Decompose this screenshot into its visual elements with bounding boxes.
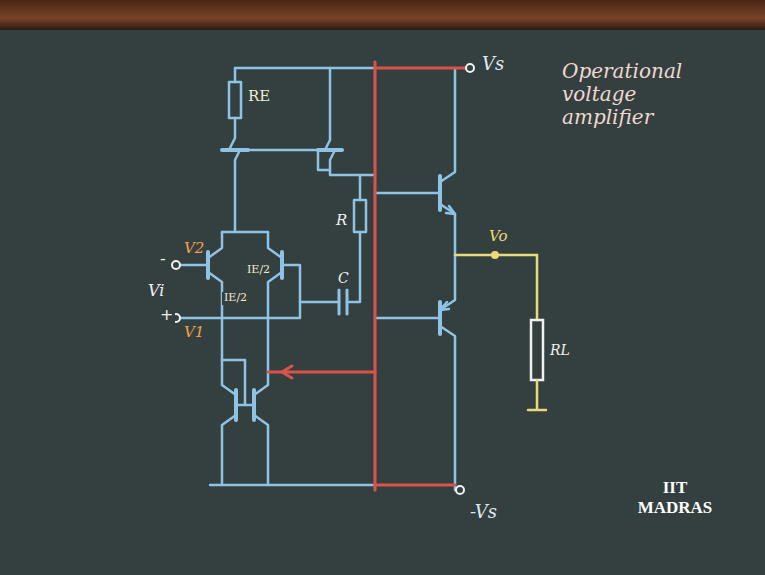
title-note: Operational voltage amplifier <box>560 60 724 129</box>
resistor-label: RE <box>246 88 272 105</box>
supply-label: Vs <box>480 54 506 75</box>
board-frame <box>0 0 765 30</box>
signal-label: V1 <box>182 324 206 341</box>
supply-label: -Vs <box>468 502 499 523</box>
resistor-label: R <box>334 212 349 229</box>
current-label: IE/2 <box>245 264 272 277</box>
signal-label: V2 <box>182 240 206 257</box>
watermark: IIT MADRAS <box>628 478 722 517</box>
input-sign: - <box>158 250 168 268</box>
signal-label: Vi <box>146 282 166 300</box>
current-label: IE/2 <box>222 292 249 305</box>
resistor-label: RL <box>548 342 572 358</box>
capacitor-label: C <box>336 270 351 286</box>
output-label: Vo <box>487 228 510 245</box>
input-sign: + <box>158 306 175 324</box>
